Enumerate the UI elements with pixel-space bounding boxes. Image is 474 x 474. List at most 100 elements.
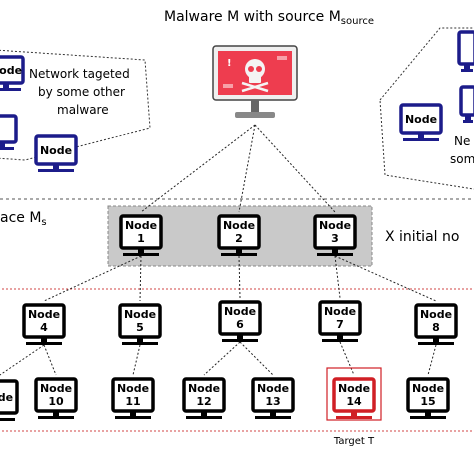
- monitor-base: [38, 169, 74, 172]
- monitor-base: [0, 418, 15, 421]
- monitor-stand: [236, 248, 242, 253]
- monitor-stand: [237, 334, 243, 339]
- edge-3-8: [334, 255, 437, 302]
- edge-1-4: [43, 255, 142, 302]
- malware-computer: !: [212, 45, 298, 118]
- node-label: Node: [257, 382, 289, 395]
- node-label: Node: [338, 382, 370, 395]
- edges: [0, 124, 437, 376]
- other-network-line-1: Network tageted: [29, 67, 130, 81]
- monitor-base: [186, 416, 222, 419]
- monitor-stand: [41, 337, 47, 342]
- node-number: 14: [346, 395, 362, 408]
- node-label: Node: [224, 305, 256, 318]
- subspace-label: ace Ms: [0, 210, 47, 228]
- monitor-stand: [130, 411, 136, 416]
- node-number: 15: [420, 395, 435, 408]
- monitor-base: [123, 253, 159, 256]
- node-label: Node: [0, 391, 13, 404]
- node-number: 4: [40, 321, 48, 334]
- edge-4-10: [43, 344, 57, 376]
- edge-6-12: [203, 341, 241, 376]
- node-number: 8: [432, 321, 440, 334]
- monitor-stand: [3, 83, 9, 88]
- node-label: Node: [0, 64, 22, 77]
- node-label: Node: [188, 382, 220, 395]
- node-label: Node: [420, 308, 452, 321]
- other-network-left-text: Network tageted by some other malware: [29, 67, 130, 117]
- edge-6-13: [239, 341, 274, 376]
- monitor-stand: [138, 248, 144, 253]
- monitor-base: [0, 88, 21, 91]
- target-label: Target T: [333, 436, 375, 447]
- other-network-node-a: Node: [0, 55, 25, 91]
- monitor-stand: [0, 142, 5, 147]
- monitor-icon: [0, 379, 19, 415]
- monitor-base: [122, 342, 158, 345]
- monitor-base: [403, 138, 439, 141]
- monitor-base: [0, 147, 14, 150]
- node-label: Node: [117, 382, 149, 395]
- node-number: 5: [136, 321, 144, 334]
- edge-2-6: [238, 255, 241, 299]
- node-label: Node: [125, 219, 157, 232]
- monitor-base: [115, 416, 151, 419]
- node-label: Node: [223, 219, 255, 232]
- node-label: Node: [40, 382, 72, 395]
- title-subscript: source: [341, 16, 374, 27]
- node-number: 6: [236, 318, 244, 331]
- monitor-base: [221, 253, 257, 256]
- monitor-stand: [137, 337, 143, 342]
- other-network-right-line-1: Ne: [454, 134, 470, 148]
- monitor-stand: [464, 64, 470, 69]
- other-network-node-b: [0, 114, 18, 150]
- other-network-left-boundary: [0, 49, 151, 161]
- node-number: 7: [336, 318, 344, 331]
- monitor-base: [222, 339, 258, 342]
- monitor-base: [463, 120, 473, 123]
- other-network-line-2: by some other: [38, 85, 125, 99]
- node-label: Node: [40, 144, 72, 157]
- monitor-stand: [270, 411, 276, 416]
- edge-8-15: [427, 344, 437, 376]
- node-number: 3: [331, 232, 339, 245]
- edge-1-5: [139, 255, 142, 302]
- node-label: Node: [324, 305, 356, 318]
- monitor-stand: [201, 411, 207, 416]
- node-number: 2: [235, 232, 243, 245]
- monitor-stand: [425, 411, 431, 416]
- edge-7-14: [339, 341, 355, 376]
- screen-decoration: [223, 84, 233, 88]
- monitor-icon: [457, 30, 474, 66]
- node-label: Node: [405, 113, 437, 126]
- skull-icon: [241, 59, 269, 93]
- node-label: Node: [28, 308, 60, 321]
- target-highlight-box: [326, 367, 382, 421]
- monitor-stand: [332, 248, 338, 253]
- monitor-base: [317, 253, 353, 256]
- malware-base: [235, 112, 275, 118]
- edge-5-11: [132, 344, 141, 376]
- other-network-node-c: Node: [34, 134, 78, 172]
- node-9: Node: [0, 379, 19, 421]
- node-label: Node: [319, 219, 351, 232]
- monitor-base: [410, 416, 446, 419]
- other-network-node-e: Node: [399, 103, 443, 141]
- monitor-icon: [0, 114, 18, 144]
- monitor-stand: [337, 334, 343, 339]
- other-network-node-d: [457, 30, 474, 72]
- node-number: 10: [48, 395, 64, 408]
- other-network-right-line-2: som: [450, 152, 474, 166]
- node-number: 12: [196, 395, 211, 408]
- edge-4-9: [0, 344, 45, 376]
